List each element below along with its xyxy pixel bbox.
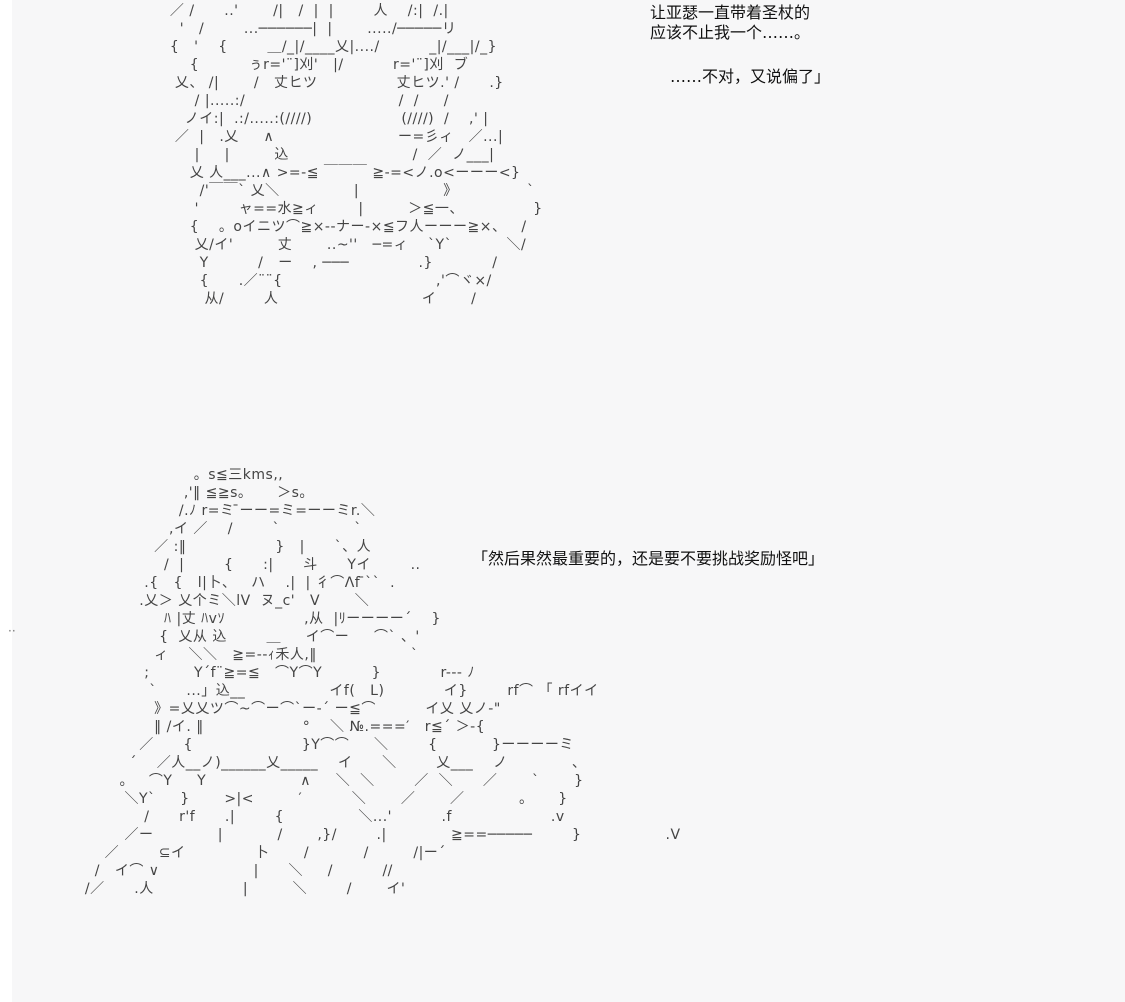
page-background — [12, 0, 1125, 1002]
ascii-art-bottom: 。s≦三kms,, ,'‖ ≦≧s。 ＞s。 /.ﾉ r=ミ ̄ーー=ミ=ーーミ… — [84, 467, 681, 897]
dialogue-top-line-3: ……不对，又说偏了」 — [670, 67, 831, 86]
margin-marker: ·· — [8, 624, 16, 638]
dialogue-top-line-2: 应该不止我一个……。 — [650, 23, 811, 42]
ascii-art-top: ／ / ..' /| / | | 人 /:| /.| ' / ...──────… — [169, 3, 543, 307]
dialogue-bottom-line-1: 「然后果然最重要的，还是要不要挑战奖励怪吧」 — [472, 549, 825, 568]
dialogue-top-line-1: 让亚瑟一直带着圣杖的 — [650, 3, 811, 22]
